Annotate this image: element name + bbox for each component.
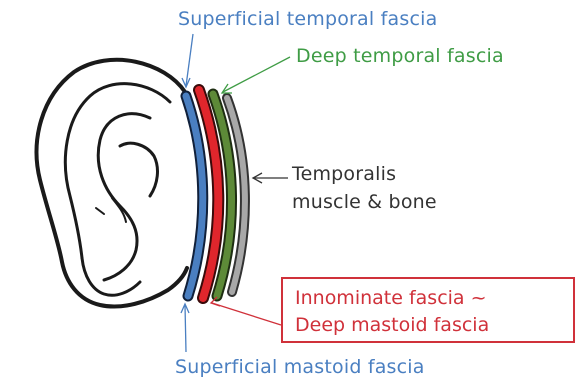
label-innominate-line2: Deep mastoid fascia [295,312,489,339]
ear-concha [98,114,150,280]
label-superficial-temporal-fascia: Superficial temporal fascia [178,8,437,30]
label-temporalis-muscle-bone: Temporalis muscle & bone [292,160,437,216]
fascia-layers [186,90,245,298]
ear-antihelix [65,84,170,258]
arrow-deep-temporal [223,57,290,92]
ear-illustration [37,60,187,307]
ear-tragus [120,143,157,196]
arrow-superficial-mastoid [185,305,186,352]
label-deep-temporal-fascia: Deep temporal fascia [296,45,504,67]
label-superficial-mastoid-fascia: Superficial mastoid fascia [175,356,425,378]
arrow-innominate [212,303,281,325]
label-temporalis-line1: Temporalis [292,160,437,188]
label-innominate-fascia: Innominate fascia ~ Deep mastoid fascia [295,285,489,339]
label-temporalis-line2: muscle & bone [292,188,437,216]
ear-notch [96,208,104,214]
innominate-fascia-box: Innominate fascia ~ Deep mastoid fascia [281,277,575,343]
label-innominate-line1: Innominate fascia ~ [295,285,489,312]
